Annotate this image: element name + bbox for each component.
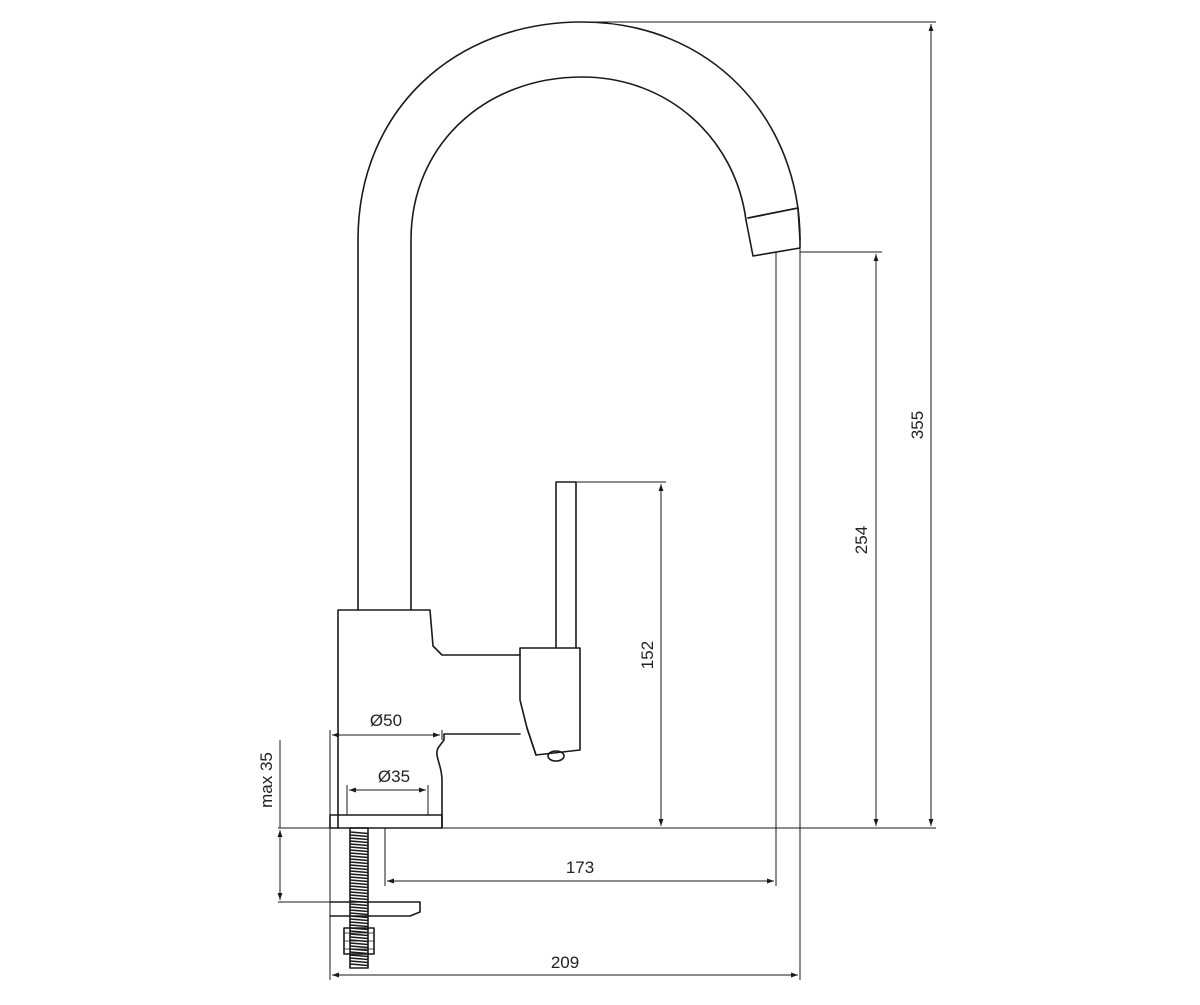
thread-tick [349,843,369,847]
label-355: 355 [908,411,927,439]
thread-tick [349,906,369,910]
thread-tick [349,891,369,895]
thread-tick [349,915,369,919]
dimension-labels: 355 254 152 Ø50 Ø35 max 35 173 209 [257,411,927,972]
thread-tick [349,927,369,931]
thread-tick [349,858,369,862]
spout-outer [357,21,801,611]
thread-tick [349,831,369,835]
faucet-outline [329,21,801,969]
thread-tick [349,873,369,877]
thread-tick [349,942,369,946]
thread-tick [349,963,369,967]
thread-tick [349,837,369,841]
spout-nozzle [745,207,801,257]
thread-tick [349,867,369,871]
thread-tick [349,849,369,853]
label-d35: Ø35 [378,767,410,786]
thread-tick [349,933,369,937]
thread-tick [349,885,369,889]
thread-tick [349,951,369,955]
body-lower [436,733,521,829]
thread-tick [349,909,369,913]
thread-tick [349,954,369,958]
thread-tick [349,879,369,883]
thread-tick [349,900,369,904]
thread-tick [349,882,369,886]
base-flange [329,814,443,829]
dimension-lines [277,21,936,980]
thread-tick [349,870,369,874]
label-152: 152 [638,641,657,669]
thread-tick [349,957,369,961]
thread-tick [349,840,369,844]
thread-tick [349,846,369,850]
thread-tick [349,903,369,907]
thread-tick [349,924,369,928]
thread-tick [349,930,369,934]
thread-tick [349,861,369,865]
mounting-plate [329,901,421,917]
lever-handle [555,481,577,649]
spout-inner [410,76,747,611]
label-209: 209 [551,953,579,972]
thread-tick [349,834,369,838]
label-max35: max 35 [257,752,276,808]
label-d50: Ø50 [370,711,402,730]
thread-tick [349,918,369,922]
thread-tick [349,921,369,925]
thread-tick [349,855,369,859]
lever-cartridge [519,647,581,756]
thread-tick [349,912,369,916]
thread-tick [349,852,369,856]
rod-threads [344,831,374,967]
label-173: 173 [566,858,594,877]
lever-pivot [547,750,565,762]
label-254: 254 [852,526,871,554]
thread-tick [349,936,369,940]
thread-tick [349,897,369,901]
thread-tick [349,864,369,868]
thread-tick [349,876,369,880]
thread-tick [349,894,369,898]
thread-tick [349,945,369,949]
thread-tick [349,960,369,964]
body-top [337,609,521,829]
thread-tick [349,888,369,892]
